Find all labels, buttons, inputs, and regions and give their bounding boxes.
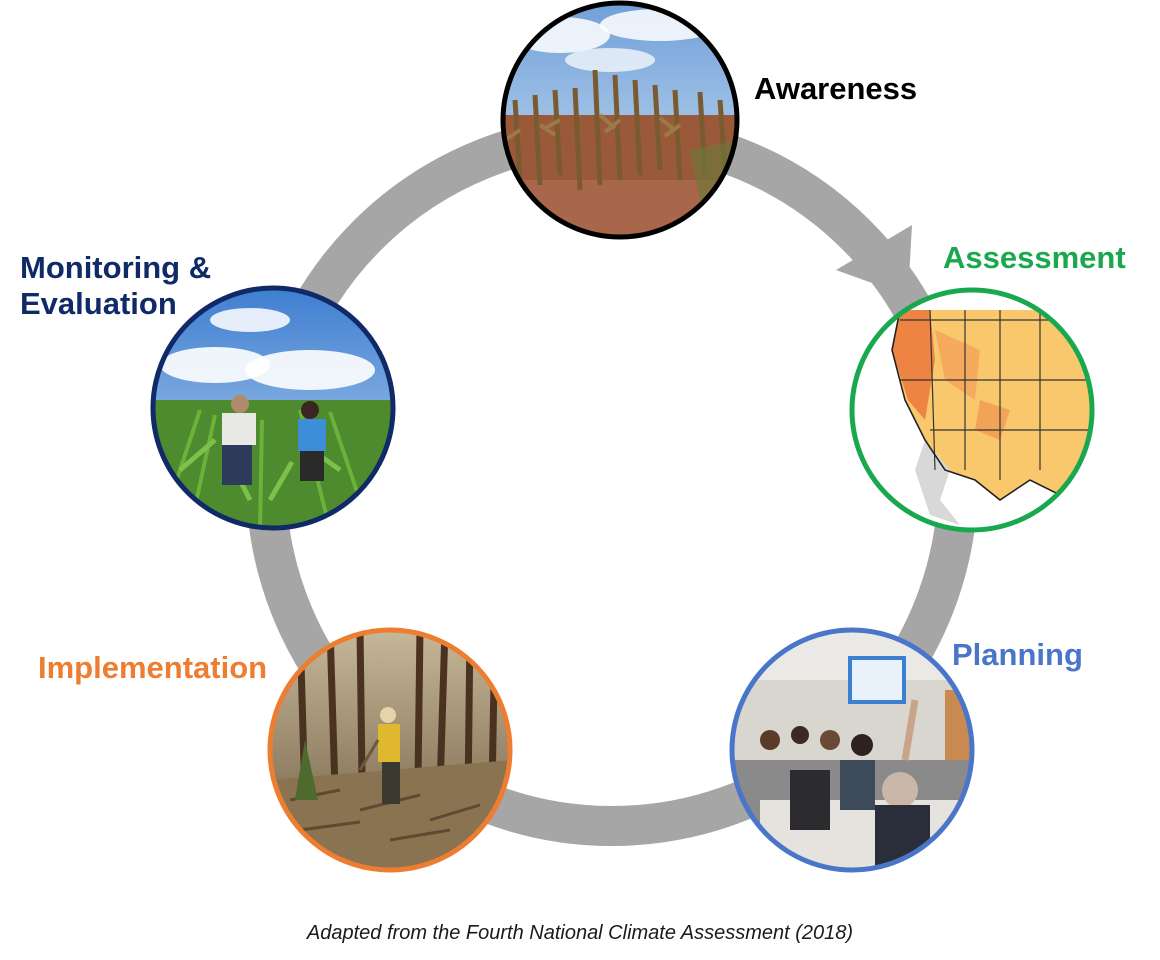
stage-label-monitoring: Monitoring & Evaluation	[20, 250, 211, 322]
stage-label-awareness: Awareness	[754, 71, 918, 106]
stage-label-monitoring-line1: Monitoring &	[20, 250, 212, 285]
monitoring-photo-frame	[150, 285, 396, 531]
planning-photo-frame	[729, 627, 975, 873]
cycle-arrow-head	[836, 225, 912, 296]
forest-worker-photo	[270, 630, 510, 870]
cornfield-scientists-photo	[153, 288, 393, 528]
source-caption: Adapted from the Fourth National Climate…	[306, 922, 854, 944]
stage-label-monitoring-line2: Evaluation	[20, 286, 177, 321]
stage-label-implementation: Implementation	[38, 650, 268, 685]
western-us-heat-map	[852, 290, 1092, 530]
awareness-photo-frame	[500, 0, 740, 240]
stage-label-assessment: Assessment	[943, 240, 1126, 275]
assessment-photo-frame	[849, 287, 1095, 533]
stage-label-planning: Planning	[952, 637, 1083, 672]
implementation-photo-frame	[267, 627, 513, 873]
